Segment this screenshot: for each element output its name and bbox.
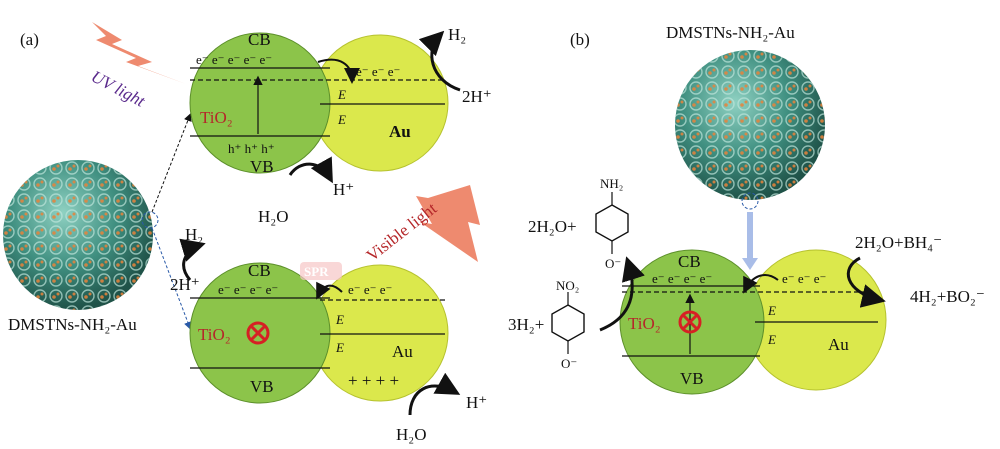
reactant-bh4: 2H₂O+BH₄⁻ <box>855 233 942 252</box>
holes-top: h⁺ h⁺ h⁺ <box>228 141 275 156</box>
vb-label-bottom: VB <box>250 377 274 396</box>
product-aminophenol: 2H₂O+ <box>528 217 577 236</box>
panel-a-label: (a) <box>20 30 39 49</box>
au-label-b: Au <box>828 335 849 354</box>
zoom-arrow-bottom <box>151 227 192 330</box>
visible-lightning-icon <box>416 185 480 262</box>
visible-light-label: Visible light <box>363 199 441 266</box>
o-minus-bottom: O⁻ <box>561 356 577 371</box>
particle-label-a: DMSTNs-NH₂-Au <box>8 315 137 334</box>
au-circle-top <box>311 34 449 172</box>
h2-evolution-arrow-top <box>418 30 461 92</box>
au-electrons-b: e⁻ e⁻ e⁻ <box>782 271 826 286</box>
cb-label-top: CB <box>248 30 271 49</box>
zoom-marker-a <box>141 211 159 229</box>
au-label-top: Au <box>389 122 411 141</box>
au-electrons-top: e⁻ e⁻ e⁻ <box>356 64 400 79</box>
vb-label-b: VB <box>680 369 704 388</box>
electrons-top: e⁻ e⁻ e⁻ e⁻ e⁻ <box>196 52 272 67</box>
au-electrons-bottom: e⁻ e⁻ e⁻ <box>348 282 392 297</box>
hplus-top: H⁺ <box>333 180 354 199</box>
nitrophenol-ring <box>551 304 585 342</box>
h2-bottom: H₂ <box>185 225 203 244</box>
ef-star-top: E <box>337 87 346 102</box>
ef-star-b: E <box>767 303 776 318</box>
vb-label-top: VB <box>250 157 274 176</box>
electrons-b: e⁻ e⁻ e⁻ e⁻ <box>652 271 712 286</box>
panel-b-label: (b) <box>570 30 590 49</box>
product-h2-bo2: 4H₂+BO₂⁻ <box>910 287 985 306</box>
no2-group: NO₂ <box>556 278 579 293</box>
nh2-group: NH₂ <box>600 176 623 191</box>
particle-pores-a <box>3 160 153 310</box>
zoom-arrow-top <box>151 113 192 213</box>
reactant-nitrophenol: 3H₂+ <box>508 315 544 334</box>
au-label-bottom: Au <box>392 342 413 361</box>
transfer-arrow-bottom <box>316 281 343 300</box>
2h-top: 2H⁺ <box>462 87 492 106</box>
o-minus-top: O⁻ <box>605 256 621 271</box>
transfer-arrow-b <box>743 274 779 294</box>
tio2-label-b: TiO₂ <box>628 314 661 333</box>
particle-label-b: DMSTNs-NH₂-Au <box>666 23 795 42</box>
nitrophenol-reaction-arrow <box>599 256 645 332</box>
uv-lightning-icon <box>92 22 186 84</box>
ef-top: E <box>337 112 346 127</box>
aminophenol-ring <box>595 204 629 242</box>
blocked-icon-a <box>246 321 270 345</box>
uv-light-label: UV light <box>88 67 149 111</box>
spr-glow <box>300 262 342 280</box>
zoom-marker-b <box>741 192 759 210</box>
plus-charges: + + + + <box>348 371 399 390</box>
h2-top: H₂ <box>448 25 466 44</box>
bh4-reaction-arrow <box>846 256 886 308</box>
spr-label: SPR <box>304 264 329 279</box>
tio2-label-bottom: TiO₂ <box>198 325 231 344</box>
h2-evolution-arrow-bottom <box>179 238 206 281</box>
ef-b: E <box>767 332 776 347</box>
blocked-icon-b <box>678 310 702 334</box>
zoom-arrowhead-b <box>742 258 758 270</box>
hplus-bottom: H⁺ <box>466 393 487 412</box>
particle-pores-b <box>675 50 825 200</box>
blocked-cross-b <box>681 313 699 331</box>
cb-label-b: CB <box>678 252 701 271</box>
oxidation-arrow-top <box>288 156 333 184</box>
transfer-arrow-top <box>317 58 360 84</box>
electrons-bottom: e⁻ e⁻ e⁻ e⁻ <box>218 282 278 297</box>
cb-label-bottom: CB <box>248 261 271 280</box>
h2o-top: H₂O <box>258 207 288 226</box>
ef-star-bottom: E <box>335 312 344 327</box>
tio2-label-top: TiO₂ <box>200 108 233 127</box>
ef-bottom: E <box>335 340 344 355</box>
2h-bottom: 2H⁺ <box>170 275 200 294</box>
oxidation-arrow-bottom <box>408 372 461 416</box>
h2o-bottom: H₂O <box>396 425 426 444</box>
blocked-cross-a <box>249 324 267 342</box>
